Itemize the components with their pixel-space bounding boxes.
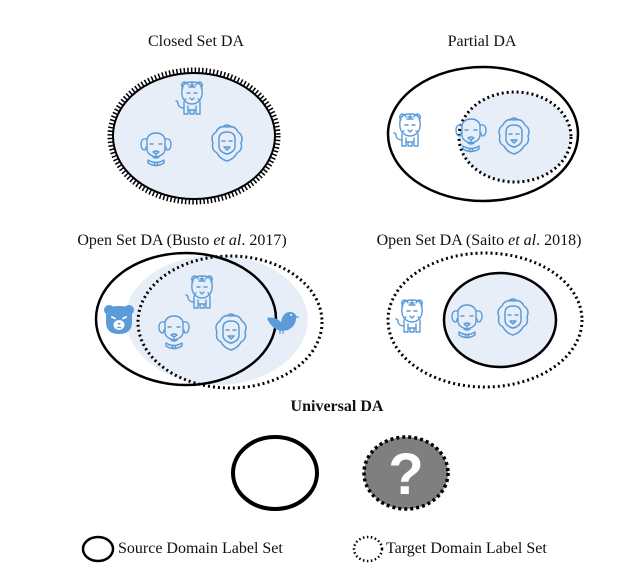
legend-target-symbol <box>352 535 384 563</box>
unknown-target-ellipse <box>362 435 450 511</box>
tiger-icon <box>395 299 423 333</box>
open-set-saito-panel <box>386 251 584 389</box>
title-italic: et al <box>508 232 537 249</box>
open-set-busto-title: Open Set DA (Busto et al. 2017) <box>77 232 286 250</box>
legend-source-symbol <box>81 535 115 563</box>
partial-panel <box>386 65 580 203</box>
source-set-ellipse <box>386 65 580 203</box>
target-set-ellipse <box>136 254 324 390</box>
title-suffix: . 2017) <box>241 232 287 249</box>
question-mark-icon: ? <box>388 442 423 507</box>
source-set-ellipse <box>442 271 558 369</box>
target-set-ellipse <box>107 67 281 205</box>
shared-region <box>126 255 308 385</box>
universal-panel: ? <box>231 435 450 511</box>
legend-target-label: Target Domain Label Set <box>386 540 547 557</box>
legend-source-label: Source Domain Label Set <box>118 540 283 557</box>
tiger-icon <box>393 113 421 147</box>
source-set-ellipse <box>231 435 319 511</box>
bear-icon <box>103 304 135 335</box>
partial-title: Partial DA <box>447 33 517 50</box>
closed-set-title: Closed Set DA <box>148 33 244 50</box>
universal-title: Universal DA <box>290 398 384 415</box>
title-suffix: . 2018) <box>536 232 582 249</box>
title-prefix: Open Set DA (Saito <box>376 232 509 249</box>
source-set-ellipse <box>112 72 276 200</box>
title-prefix: Open Set DA (Busto <box>77 232 214 249</box>
open-set-saito-title: Open Set DA (Saito et al. 2018) <box>377 232 582 250</box>
open-set-busto-panel <box>94 251 324 390</box>
target-set-ellipse <box>386 251 584 389</box>
closed-set-panel <box>107 67 281 205</box>
title-italic: et al <box>213 232 242 249</box>
target-set-ellipse <box>457 90 573 184</box>
